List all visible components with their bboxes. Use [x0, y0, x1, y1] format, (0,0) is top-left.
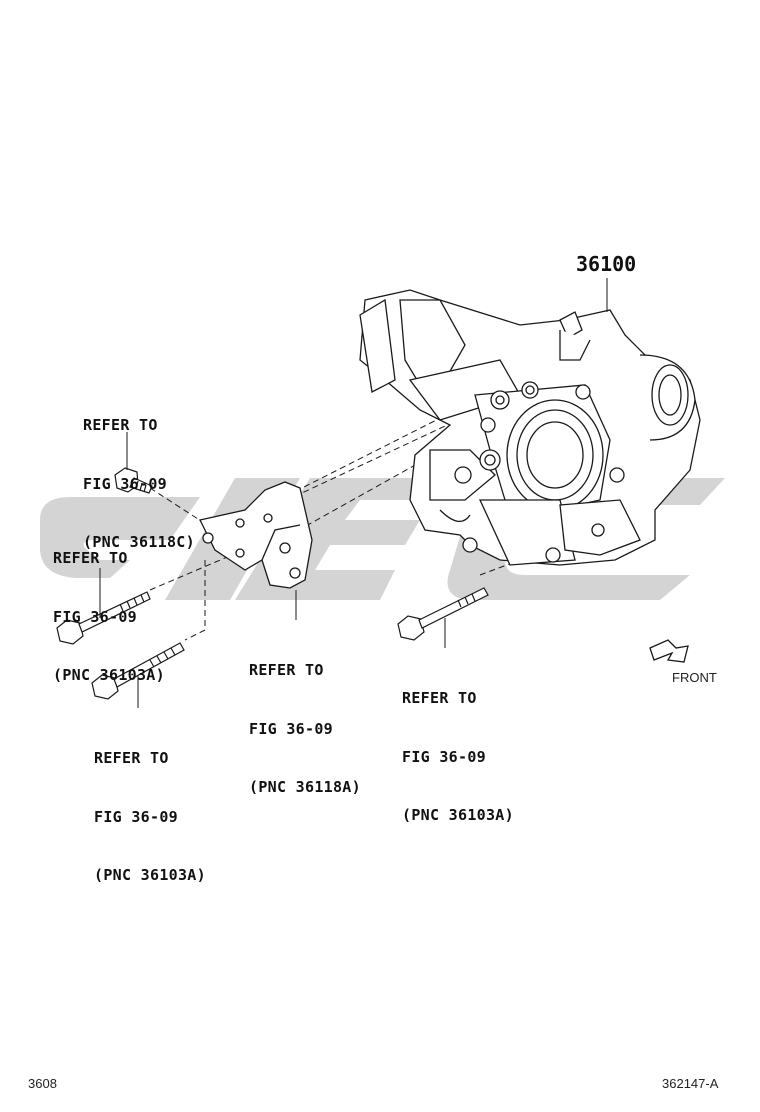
- footer-left-code: 3608: [28, 1076, 57, 1091]
- callout-line: FIG 36-09: [249, 719, 333, 738]
- long-bolt-upper: [56, 591, 151, 645]
- callout-line: FIG 36-09: [402, 747, 486, 766]
- callout-line: (PNC 36103A): [53, 666, 165, 684]
- callout-pnc-36118c: REFER TO FIG 36-09 (PNC 36118C): [83, 377, 195, 592]
- front-direction-label: FRONT: [672, 670, 717, 685]
- small-bolt: [114, 467, 153, 494]
- callout-line: FIG 36-09: [83, 474, 167, 493]
- callout-line: REFER TO: [53, 549, 128, 567]
- callout-line: FIG 36-09: [94, 807, 178, 826]
- callout-line: (PNC 36118A): [249, 778, 361, 796]
- callout-pnc-36118a: REFER TO FIG 36-09 (PNC 36118A): [249, 622, 361, 837]
- callout-line: (PNC 36103A): [94, 866, 206, 884]
- long-bolt-right: [397, 587, 489, 641]
- front-arrow-icon: [649, 639, 689, 663]
- callout-line: (PNC 36118C): [83, 533, 195, 551]
- callout-line: REFER TO: [94, 749, 169, 767]
- part-number-label: 36100: [576, 252, 637, 276]
- leader-lines: [99, 278, 608, 708]
- callout-pnc-36103a-upper: REFER TO FIG 36-09 (PNC 36103A): [53, 510, 165, 725]
- mounting-bracket: [199, 481, 313, 589]
- callout-line: FIG 36-09: [53, 607, 137, 626]
- gear-housing: [359, 289, 701, 566]
- callout-line: REFER TO: [249, 661, 324, 679]
- long-bolt-lower: [91, 642, 185, 700]
- callout-pnc-36103a-right: REFER TO FIG 36-09 (PNC 36103A): [402, 650, 514, 865]
- footer-right-code: 362147-A: [662, 1076, 719, 1091]
- callout-line: REFER TO: [83, 416, 158, 434]
- callout-line: REFER TO: [402, 689, 477, 707]
- callout-pnc-36103a-lower: REFER TO FIG 36-09 (PNC 36103A): [94, 710, 206, 925]
- callout-line: (PNC 36103A): [402, 806, 514, 824]
